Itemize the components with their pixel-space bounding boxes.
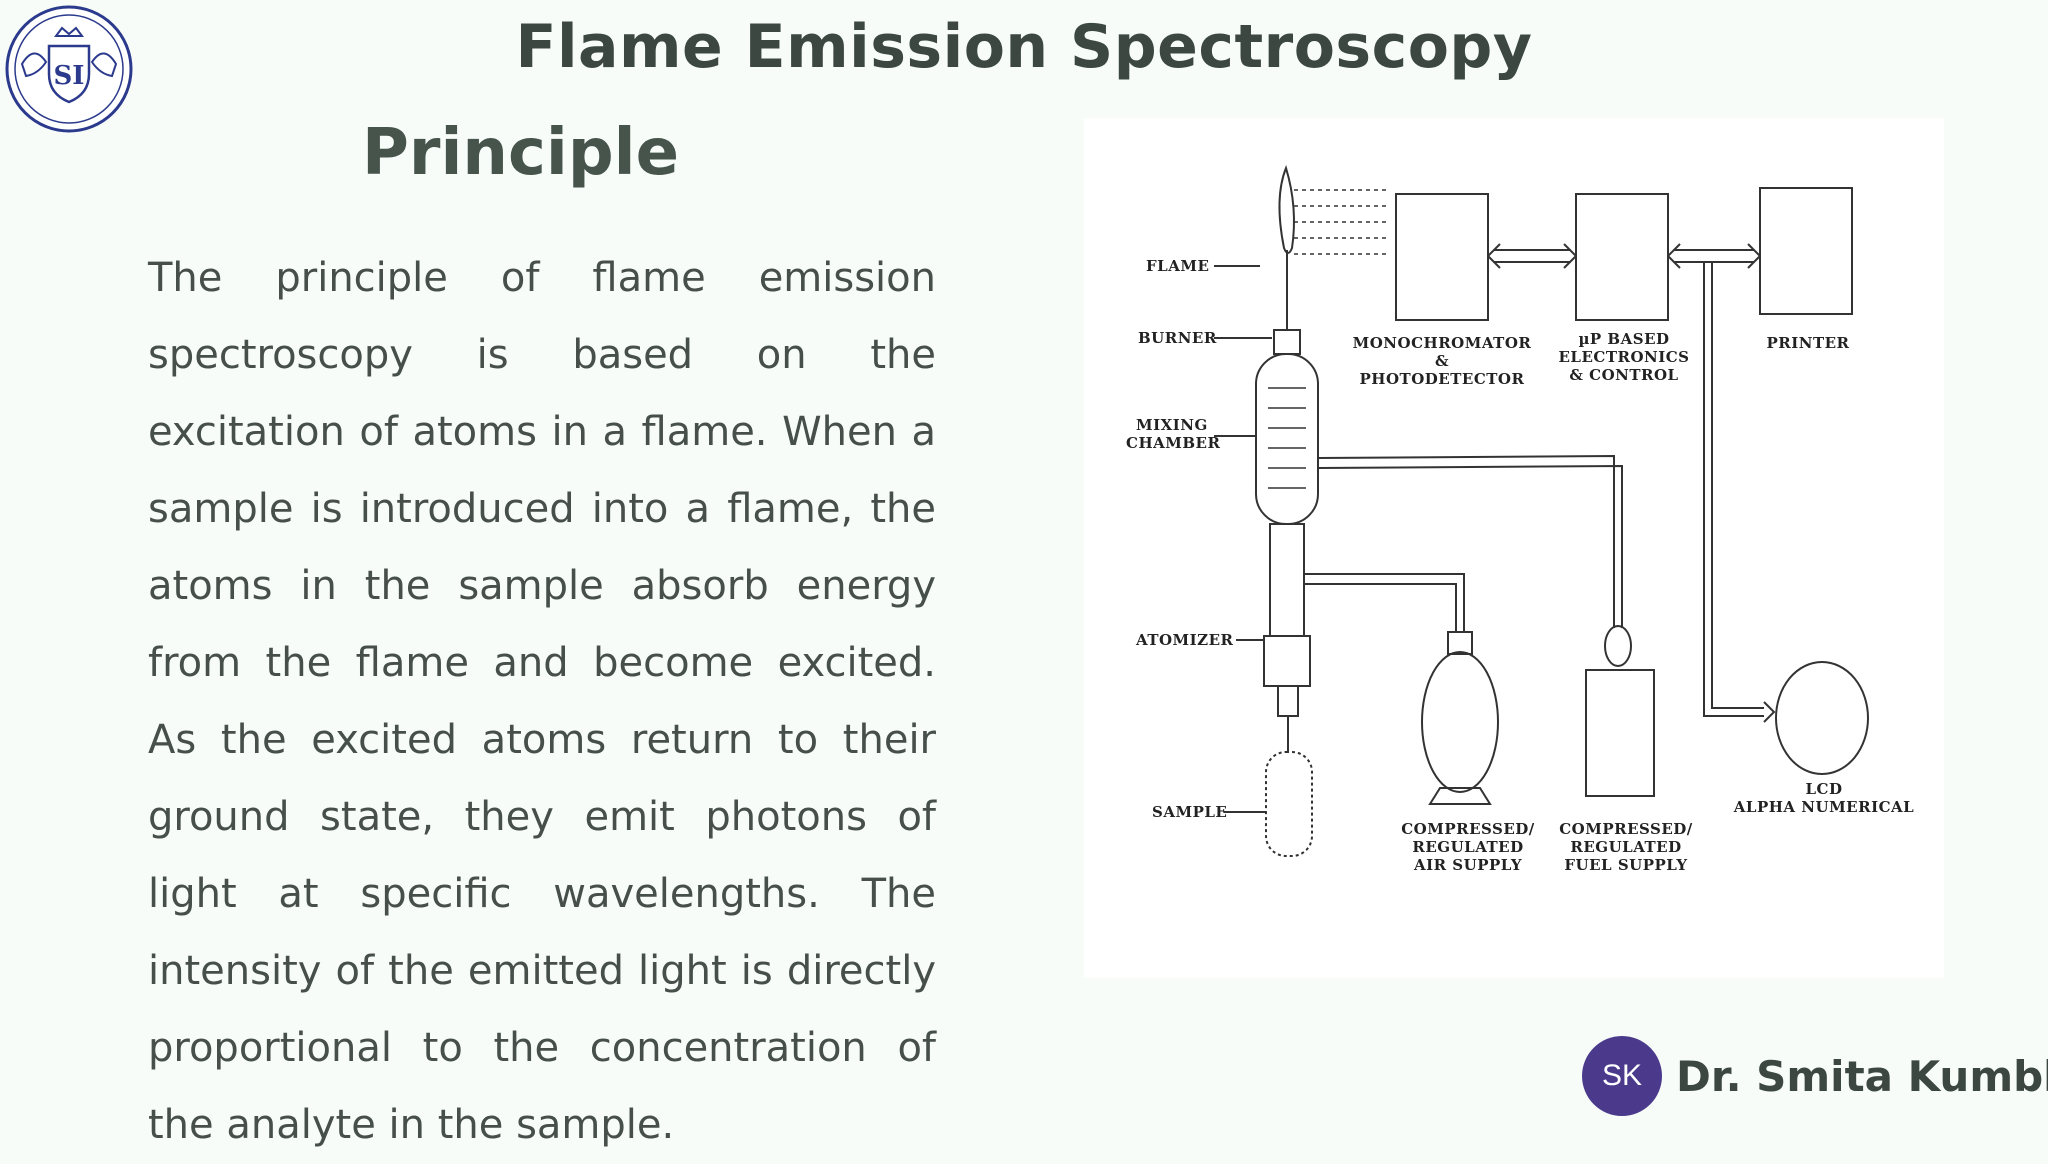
label-printer: PRINTER <box>1766 334 1849 352</box>
monochromator-box <box>1395 193 1489 321</box>
label-monochromator: MONOCHROMATOR <box>1353 334 1532 352</box>
author-name: Dr. Smita Kumbhar <box>1676 1051 2048 1101</box>
label-electronics: ELECTRONICS <box>1558 348 1689 366</box>
slide-title: Flame Emission Spectroscopy <box>515 12 1533 82</box>
label-air-regulated: REGULATED <box>1412 838 1523 856</box>
fuel-supply-tank <box>1585 669 1655 797</box>
label-ampersand: & <box>1435 352 1449 370</box>
printer-box <box>1759 187 1853 315</box>
logo-text: SI <box>54 61 85 91</box>
author-badge: SK Dr. Smita Kumbhar <box>1582 1036 2048 1116</box>
label-fuel-supply: FUEL SUPPLY <box>1564 856 1687 874</box>
label-flame: FLAME <box>1146 257 1209 275</box>
principle-paragraph: The principle of flame emission spectros… <box>148 255 936 1148</box>
atomizer <box>1263 635 1311 687</box>
flame-icon <box>1278 164 1295 254</box>
burner <box>1273 329 1301 355</box>
section-heading: Principle <box>362 116 679 190</box>
sample-container <box>1265 751 1313 857</box>
avatar: SK <box>1582 1036 1662 1116</box>
label-air-compressed: COMPRESSED/ <box>1401 820 1535 838</box>
label-burner: BURNER <box>1138 329 1217 347</box>
lcd-display <box>1775 661 1869 775</box>
label-up-based: µP BASED <box>1578 330 1669 348</box>
label-alpha-numerical: ALPHA NUMERICAL <box>1733 798 1914 816</box>
label-photodetector: PHOTODETECTOR <box>1360 370 1525 388</box>
label-mixing: MIXING <box>1136 416 1208 434</box>
label-chamber: CHAMBER <box>1126 434 1220 452</box>
label-atomizer: ATOMIZER <box>1135 631 1234 649</box>
mixing-chamber <box>1255 353 1319 525</box>
flame-emission-diagram: FLAME BURNER MIXING CHAMBER ATOMIZER SAM… <box>1084 118 1944 978</box>
electronics-box <box>1575 193 1669 321</box>
label-fuel-compressed: COMPRESSED/ <box>1559 820 1693 838</box>
institute-logo: SI <box>5 5 133 133</box>
label-fuel-regulated: REGULATED <box>1570 838 1681 856</box>
label-lcd: LCD <box>1806 780 1843 798</box>
label-sample: SAMPLE <box>1152 803 1227 821</box>
air-supply-vessel <box>1421 651 1499 793</box>
label-air-supply: AIR SUPPLY <box>1413 856 1522 874</box>
label-control: & CONTROL <box>1569 366 1678 384</box>
